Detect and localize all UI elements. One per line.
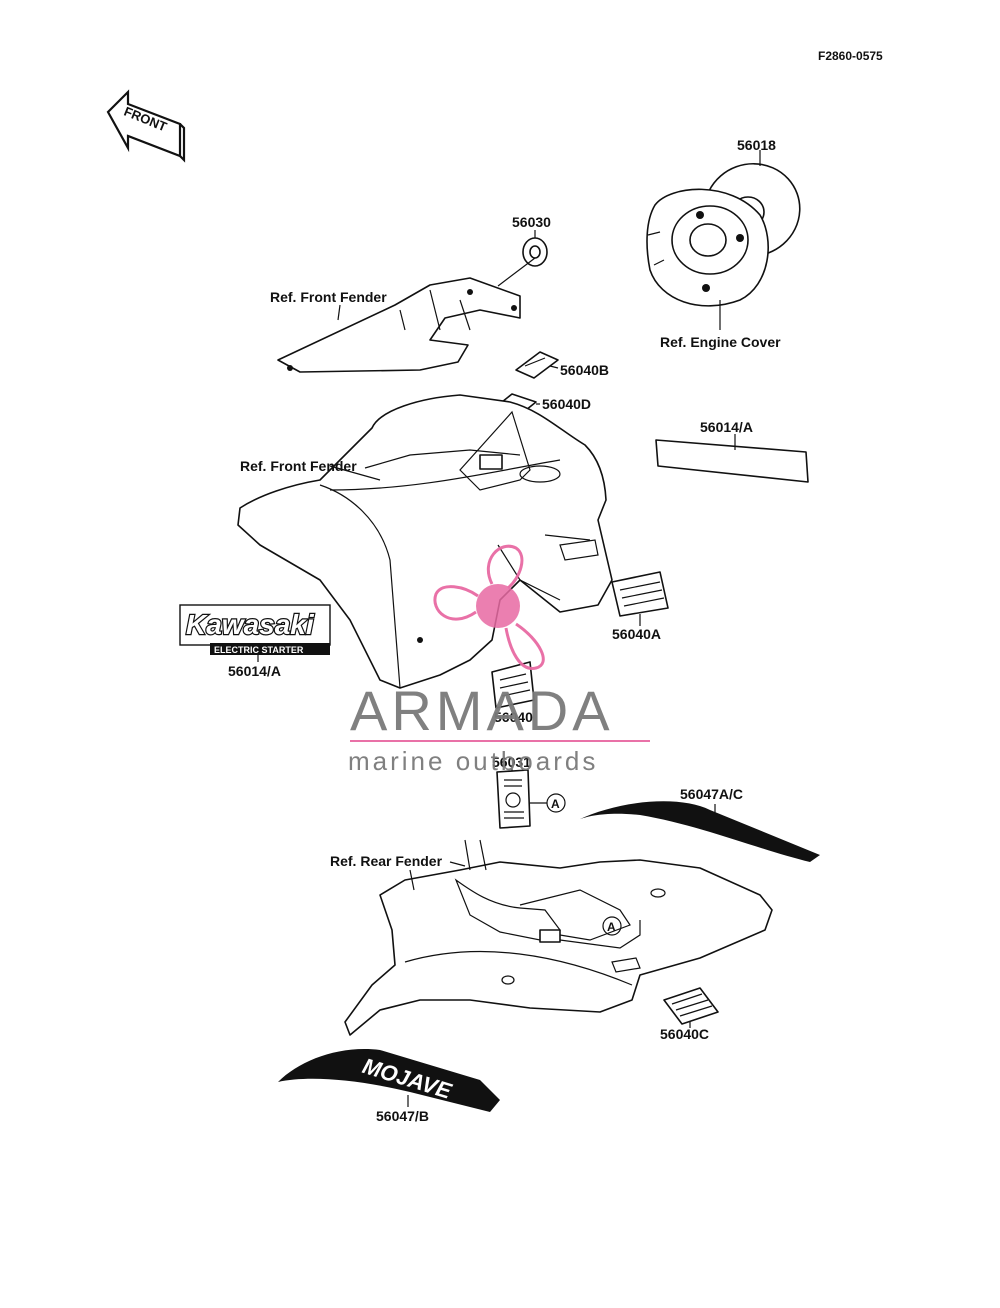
label-ref-front-fender-upper: Ref. Front Fender [270,289,387,305]
label-56030: 56030 [512,214,551,230]
kawasaki-sub-text: ELECTRIC STARTER [214,645,304,655]
decal-56040A: 56040A [611,571,669,642]
kawasaki-logo-text: Kawasaki [186,609,315,640]
decal-56014A-right: 56014/A [655,419,809,483]
washer-56030: 56030 [497,214,551,287]
watermark: ARMADA marine outboards [348,544,650,776]
label-engine-cover: Ref. Engine Cover [660,334,781,350]
label-56014A-right: 56014/A [700,419,753,435]
label-ref-front-fender-lower: Ref. Front Fender [240,458,357,474]
front-arrow-icon: FRONT [106,89,186,163]
label-56040A: 56040A [612,626,661,642]
label-56018: 56018 [737,137,776,153]
decal-56040B: 56040B [515,351,609,379]
callout-a-lower-marker [602,916,622,936]
callout-a-lower: A [607,920,616,934]
engine-cover: Ref. Engine Cover [646,188,781,350]
label-56040C: 56040C [660,1026,709,1042]
decal-56040: 56040 [491,661,535,725]
diagram-code: F2860-0575 [818,49,883,63]
label-56040D: 56040D [542,396,591,412]
decal-56047B: MOJAVE 56047/B [278,1049,500,1124]
callout-a-upper-marker [546,793,566,813]
label-56047B: 56047/B [376,1108,429,1124]
watermark-tagline: marine outboards [348,746,598,776]
watermark-brand: ARMADA [350,679,614,742]
label-56040: 56040 [494,709,533,725]
decal-kawasaki: Kawasaki ELECTRIC STARTER 56014/A [179,604,331,679]
rear-fender: A Ref. Rear Fender [330,839,773,1036]
callout-a-upper: A [551,797,560,811]
front-fender-main: Ref. Front Fender [237,394,613,689]
label-56040B: 56040B [560,362,609,378]
front-fender-bracket: Ref. Front Fender [270,277,521,373]
propeller-icon [433,544,545,670]
decal-56031: 56031 A [492,754,566,829]
decal-56040C: 56040C [660,987,719,1042]
label-56014A-left: 56014/A [228,663,281,679]
label-56031: 56031 [492,754,531,770]
label-56047AC: 56047A/C [680,786,743,802]
label-ref-rear-fender: Ref. Rear Fender [330,853,443,869]
